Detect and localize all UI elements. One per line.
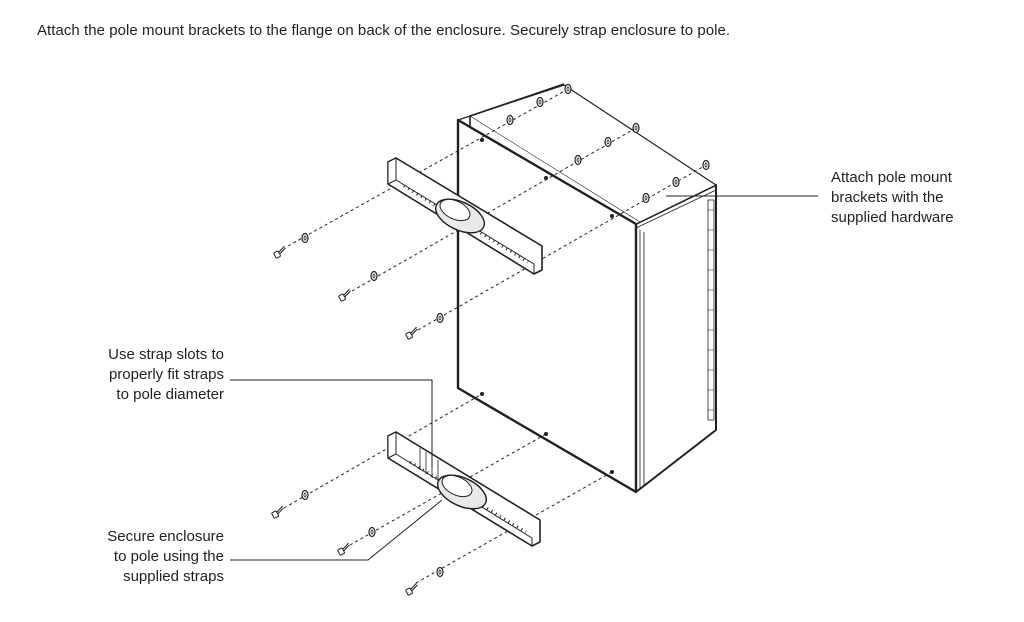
enclosure [456,83,717,494]
top-hardware-lines [287,87,707,331]
callout-strap-slots: Use strap slots to properly fit straps t… [108,345,224,405]
top-bracket [387,157,543,275]
top-screws [272,232,444,340]
bottom-hardware-lines [283,393,613,584]
callout-attach-hardware: Attach pole mount brackets with the supp… [831,168,954,228]
instruction-text: Attach the pole mount brackets to the fl… [37,22,731,39]
callout-line: to pole diameter [116,386,224,403]
callout-line: supplied straps [123,568,224,585]
callout-line: Secure enclosure [107,528,224,545]
callout-line: brackets with the [831,189,944,206]
callout-line: supplied hardware [831,209,954,226]
callout-line: to pole using the [113,548,224,565]
bottom-screws [270,489,444,596]
callout-line: Attach pole mount [831,169,952,186]
bottom-bracket [387,431,541,547]
leader-straps [230,499,443,561]
leader-lines [230,195,818,561]
callout-line: Use strap slots to [108,346,224,363]
callout-line: properly fit straps [108,366,224,383]
leader-slots [230,379,433,468]
callout-secure-straps: Secure enclosure to pole using the suppl… [107,527,224,587]
